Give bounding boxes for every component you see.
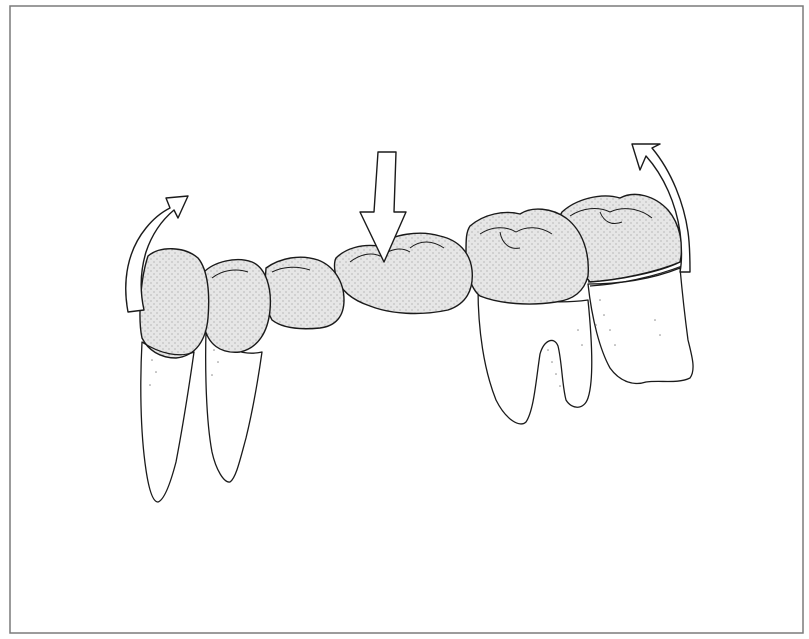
molar-mesial-root	[478, 288, 592, 424]
molar-crown	[466, 209, 588, 304]
mesial-abutment-crown	[140, 249, 209, 358]
mesial-abutment-root	[141, 342, 194, 502]
premolar-crown-1	[201, 260, 270, 353]
premolar-crown-2	[265, 257, 344, 329]
pontic	[335, 233, 473, 313]
